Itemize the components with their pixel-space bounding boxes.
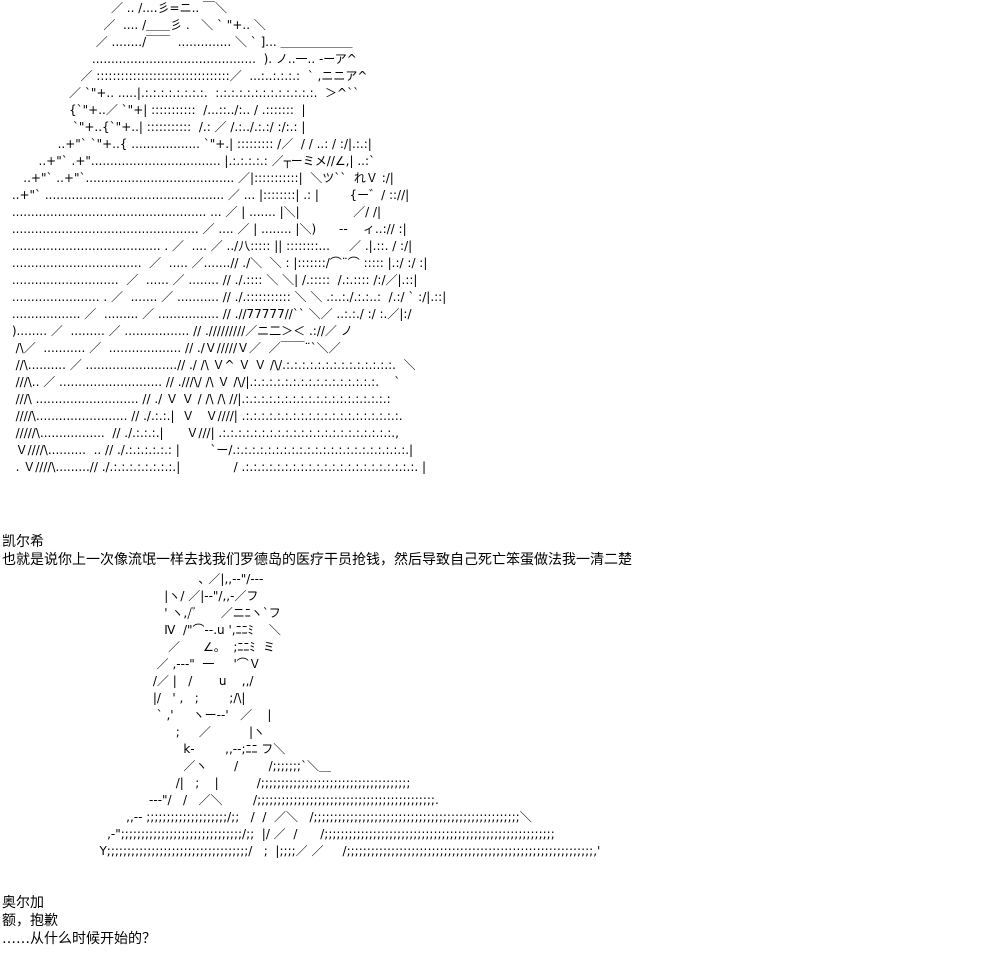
dialogue-line-orga-1: 额，抱歉 <box>2 913 58 929</box>
dialogue-line-orga-2: ……从什么时候开始的？ <box>2 931 156 947</box>
ascii-art-figure-orga: ､ ／|,,-‐"/‐‐‐ |ヽ/ ／|-‐"/,,-／フ ' ヽ,/ﾞ ／ニﾆ… <box>99 572 601 858</box>
speaker-name-kaltsit: 凯尔希 <box>2 534 44 550</box>
dialogue-line-kaltsit: 也就是说你上一次像流氓一样去找我们罗德岛的医疗干员抢钱，然后导致自己死亡笨蛋做法… <box>2 552 632 568</box>
ascii-art-figure-kaltsit: ／ .. /....彡=ニ.. ￣＼ ／ .... /＿＿彡 . ＼ ` "+.… <box>11 1 447 474</box>
speaker-name-orga: 奥尔加 <box>2 895 44 911</box>
